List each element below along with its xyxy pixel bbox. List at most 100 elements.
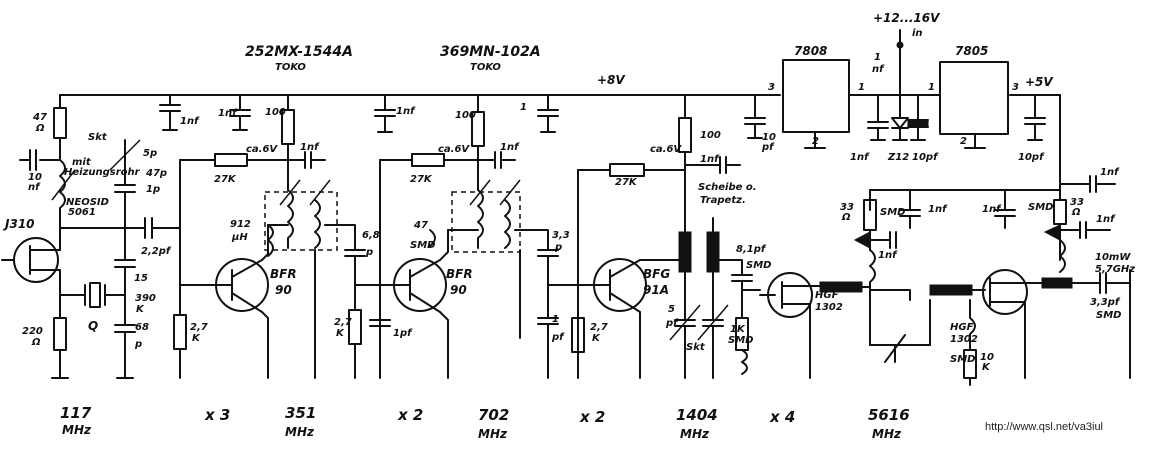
regulator-7808 xyxy=(782,59,850,149)
r27k-3: 27K xyxy=(615,177,638,188)
r1k: 1K xyxy=(730,324,746,335)
r27-1: 2,7 xyxy=(190,322,208,333)
c33-val: 3,3 xyxy=(552,230,570,241)
ca6v-3: ca.6V xyxy=(650,144,682,155)
reg2-pin3: 3 xyxy=(1012,82,1019,93)
c1p-val: 1p xyxy=(146,184,160,195)
source-url: http://www.qsl.net/va3iul xyxy=(985,421,1103,433)
c1nf-10: 1nf xyxy=(982,204,1002,215)
hgf1-label: HGF xyxy=(815,290,839,301)
r27k-2: 27K xyxy=(410,174,433,185)
supply-in-sub: in xyxy=(912,28,923,39)
c1nf-1: 1nf xyxy=(300,142,320,153)
c1nf-12: 1nf xyxy=(1096,214,1116,225)
r27-3: 2,7 xyxy=(590,322,608,333)
c68-val: 68 xyxy=(135,322,149,333)
smd-6: SMD xyxy=(950,354,975,365)
c68-unit: p xyxy=(134,339,142,350)
r33-2u: Ω xyxy=(1071,207,1081,218)
stage-x4 xyxy=(759,175,1131,386)
l912-unit: μH xyxy=(231,232,248,243)
reg2-label: 7805 xyxy=(955,44,988,58)
c5-val: 5 xyxy=(668,304,675,315)
c1nf-9: 1nf xyxy=(928,204,948,215)
c1nf-6: 1 xyxy=(520,102,527,113)
r47-b: 47 xyxy=(413,220,428,231)
stage-oscillator xyxy=(1,94,181,379)
neosid-num: 5061 xyxy=(68,207,96,218)
stage-5616-unit: MHz xyxy=(872,427,902,441)
smd-3: SMD xyxy=(728,335,753,346)
smd-1: SMD xyxy=(410,240,435,251)
c1nf-3: 1nf xyxy=(218,108,238,119)
c10pf-reg: 10pf xyxy=(912,152,939,163)
toko2-brand: TOKO xyxy=(470,62,501,73)
labels-header: 252MX-1544A TOKO 369MN-102A TOKO +8V +12… xyxy=(245,11,1054,147)
c1nf-5: 1nf xyxy=(396,106,416,117)
stage-351: 351 xyxy=(285,404,316,422)
c33-unit: p xyxy=(554,242,562,253)
ca6v-1: ca.6V xyxy=(246,144,278,155)
supply-rail xyxy=(59,29,1061,191)
r100-2: 100 xyxy=(455,110,476,121)
c10nf-val: 10 xyxy=(28,172,42,183)
c33pf: 3,3pf xyxy=(1090,297,1121,308)
c1nf-8: 1nf xyxy=(878,250,898,261)
labels-components: J310 NEOSID 5061 mit Heizungsrohr 47 Ω 1… xyxy=(3,52,1135,373)
toko1-label: 252MX-1544A xyxy=(245,44,353,60)
c1nf-2: 1nf xyxy=(180,116,200,127)
scheibe: Scheibe o. xyxy=(698,182,757,193)
c1-val: 1 xyxy=(552,314,559,325)
out-freq: 5,7GHz xyxy=(1095,264,1135,275)
zd-label: Z12 xyxy=(887,152,909,163)
jfet-label: J310 xyxy=(3,217,35,231)
c47p-val: 47p xyxy=(145,168,167,179)
stage-labels: 117 MHz x 3 351 MHz x 2 702 MHz x 2 1404… xyxy=(60,404,1103,441)
toko1-brand: TOKO xyxy=(275,62,306,73)
hgf2-label: HGF xyxy=(950,322,974,333)
supply-in-label: +12...16V xyxy=(873,11,941,25)
c1nf-reg-top: 1 xyxy=(874,52,881,63)
c1nf-4: 1nf xyxy=(500,142,520,153)
c1nf-7: 1nf xyxy=(700,154,720,165)
stage-x2-b xyxy=(547,94,761,379)
reg1-pin1: 1 xyxy=(858,82,865,93)
reg2-pin1: 1 xyxy=(928,82,935,93)
q3-num: 91A xyxy=(643,283,669,297)
rail-8v-label: +8V xyxy=(597,73,626,87)
r220-unit: Ω xyxy=(31,337,41,348)
stage-1404-unit: MHz xyxy=(680,427,710,441)
c5p-val: 5p xyxy=(143,148,157,159)
rail-5v-label: +5V xyxy=(1025,75,1054,89)
q3-label: BFG xyxy=(643,267,670,281)
reg1-pin3: 3 xyxy=(768,82,775,93)
c10p-val: 10 xyxy=(762,132,776,143)
r47-unit: Ω xyxy=(35,123,45,134)
c10nf-unit: nf xyxy=(28,182,41,193)
hgf1-num: 1302 xyxy=(815,302,843,313)
regulator-7805 xyxy=(939,61,1009,149)
r10k: 10 xyxy=(980,352,994,363)
r220-val: 220 xyxy=(22,326,43,337)
stage-x3 xyxy=(159,94,366,379)
smd-4: SMD xyxy=(880,207,905,218)
r33-1: 33 xyxy=(840,202,854,213)
mult-x3: x 3 xyxy=(204,406,230,424)
r10k-u: K xyxy=(982,362,991,373)
stage-1404: 1404 xyxy=(676,406,718,424)
r47-val: 47 xyxy=(32,112,47,123)
stage-117-unit: MHz xyxy=(62,423,92,437)
q2-label: BFR xyxy=(446,267,473,281)
stage-351-unit: MHz xyxy=(285,425,315,439)
c1pf-1: 1pf xyxy=(393,328,413,339)
r100-3: 100 xyxy=(700,130,721,141)
neosid-label: NEOSID xyxy=(66,197,109,208)
crystal-label: Q xyxy=(88,319,98,333)
smd-2: SMD xyxy=(746,260,771,271)
c1nf-11: 1nf xyxy=(1100,167,1120,178)
q2-num: 90 xyxy=(450,283,467,297)
mit-label-2: Heizungsrohr xyxy=(64,167,141,178)
r390-unit: K xyxy=(136,304,145,315)
skt-2: Skt xyxy=(686,342,706,353)
